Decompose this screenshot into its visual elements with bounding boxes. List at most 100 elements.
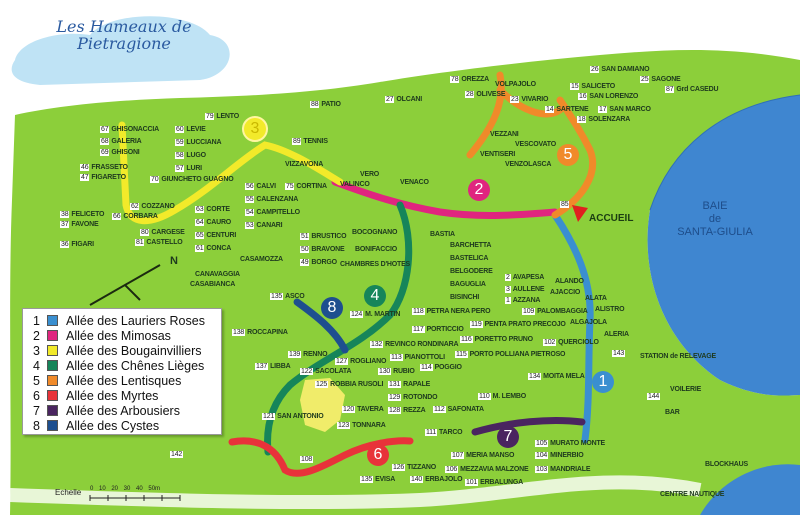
- place-label[interactable]: BOCOGNANO: [352, 228, 397, 237]
- place-label[interactable]: 85: [560, 200, 571, 209]
- place-label[interactable]: BONIFACCIO: [355, 245, 397, 254]
- place-label[interactable]: ALISTRO: [595, 305, 625, 314]
- place-label[interactable]: CENTRE NAUTIQUE: [660, 490, 724, 499]
- place-label[interactable]: VESCOVATO: [515, 140, 556, 149]
- place-label[interactable]: VERO: [360, 170, 379, 179]
- place-label[interactable]: VALINCO: [340, 180, 370, 189]
- place-label[interactable]: BASTELICA: [450, 254, 488, 263]
- place-label[interactable]: STATION de RELEVAGE: [640, 352, 716, 361]
- place-label[interactable]: BAR: [665, 408, 680, 417]
- place-label[interactable]: AJACCIO: [550, 288, 580, 297]
- place-label[interactable]: VIZZAVONA: [285, 160, 323, 169]
- place-label[interactable]: VENZOLASCA: [505, 160, 551, 169]
- place-label[interactable]: BASTIA: [430, 230, 455, 239]
- place-label[interactable]: 108: [300, 455, 315, 464]
- place-label[interactable]: 142: [170, 450, 185, 459]
- place-label[interactable]: BAGUGLIA: [450, 280, 486, 289]
- place-label[interactable]: BELGODERE: [450, 267, 493, 276]
- reception-label[interactable]: ACCUEIL: [589, 213, 634, 224]
- place-label[interactable]: ALATA: [585, 294, 607, 303]
- place-label[interactable]: VOLPAJOLO: [495, 80, 536, 89]
- place-label[interactable]: CASABIANCA: [190, 280, 235, 289]
- place-label[interactable]: CASAMOZZA: [240, 255, 283, 264]
- place-label[interactable]: CHAMBRES D'HOTES: [340, 260, 410, 269]
- place-label[interactable]: 143: [612, 349, 627, 358]
- place-label[interactable]: VENACO: [400, 178, 429, 187]
- place-label[interactable]: VEZZANI: [490, 130, 519, 139]
- place-label[interactable]: ALANDO: [555, 277, 584, 286]
- place-label[interactable]: ALERIA: [604, 330, 629, 339]
- place-label[interactable]: VENTISERI: [480, 150, 515, 159]
